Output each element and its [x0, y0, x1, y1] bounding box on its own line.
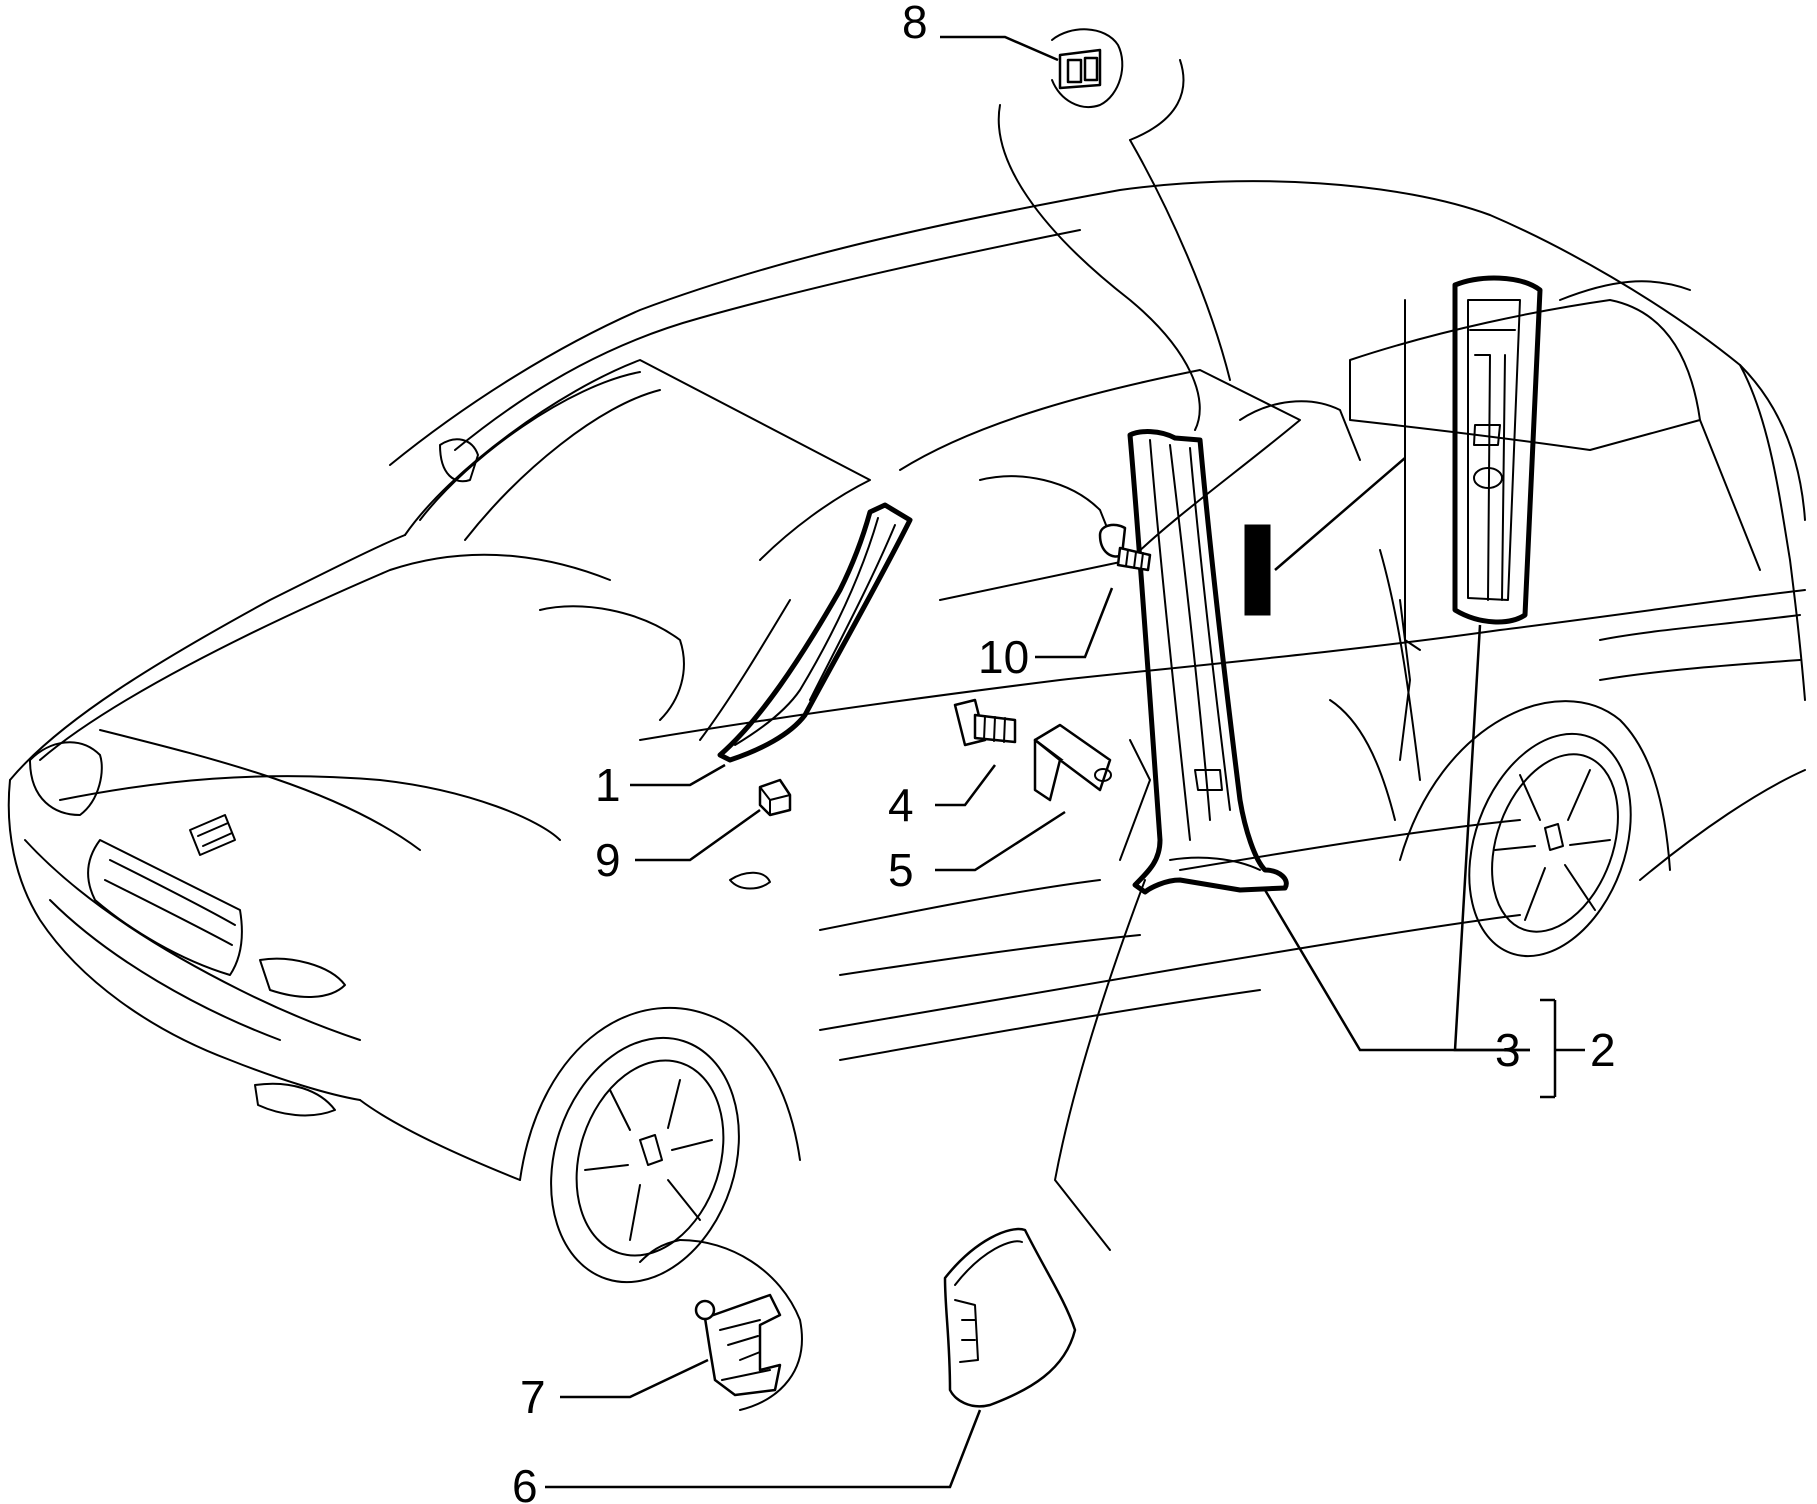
- part-4-bolt: [953, 698, 1017, 747]
- callout-labels: 1 9 4 5 10 8 7 6 3 2: [512, 0, 1616, 1504]
- part-5-clip: [1033, 723, 1112, 802]
- leader-5: [935, 810, 1066, 872]
- leader-3-panel: [1453, 624, 1530, 1052]
- part-1-a-pillar-trim: [717, 502, 913, 763]
- detail-view-lines: [639, 59, 1231, 1411]
- bracket-2-3: [1540, 998, 1585, 1099]
- part-10-screw: [1098, 523, 1152, 572]
- leader-3-bpillar: [1263, 889, 1530, 1052]
- callout-6: 6: [512, 1460, 538, 1504]
- callout-1: 1: [595, 759, 621, 811]
- leader-4: [935, 764, 996, 807]
- leader-10: [1035, 587, 1114, 659]
- part-6-cover: [943, 1227, 1077, 1408]
- part-3-pillar-panel: [1244, 275, 1543, 625]
- leader-6: [545, 1409, 982, 1489]
- callout-9: 9: [595, 834, 621, 886]
- part-8-fastener-detail: [1051, 28, 1124, 108]
- callout-5: 5: [888, 844, 914, 896]
- callout-3: 3: [1495, 1024, 1521, 1076]
- rear-wheel: [1399, 700, 1671, 958]
- part-7-bracket: [694, 1293, 782, 1397]
- leader-7: [560, 1358, 709, 1399]
- leader-1: [630, 763, 726, 787]
- callout-7: 7: [520, 1371, 546, 1423]
- leader-8: [940, 35, 1059, 62]
- callout-10: 10: [978, 631, 1029, 683]
- callout-4: 4: [888, 779, 914, 831]
- part-2-b-pillar-trim: [1127, 429, 1289, 895]
- car-body-outline: [7, 180, 1806, 1181]
- callout-2: 2: [1590, 1024, 1616, 1076]
- front-wheel: [519, 1006, 801, 1284]
- leader-9: [635, 808, 761, 862]
- callout-8: 8: [902, 0, 928, 48]
- leader-lines: [545, 35, 1585, 1489]
- part-9-square-clip: [758, 778, 792, 817]
